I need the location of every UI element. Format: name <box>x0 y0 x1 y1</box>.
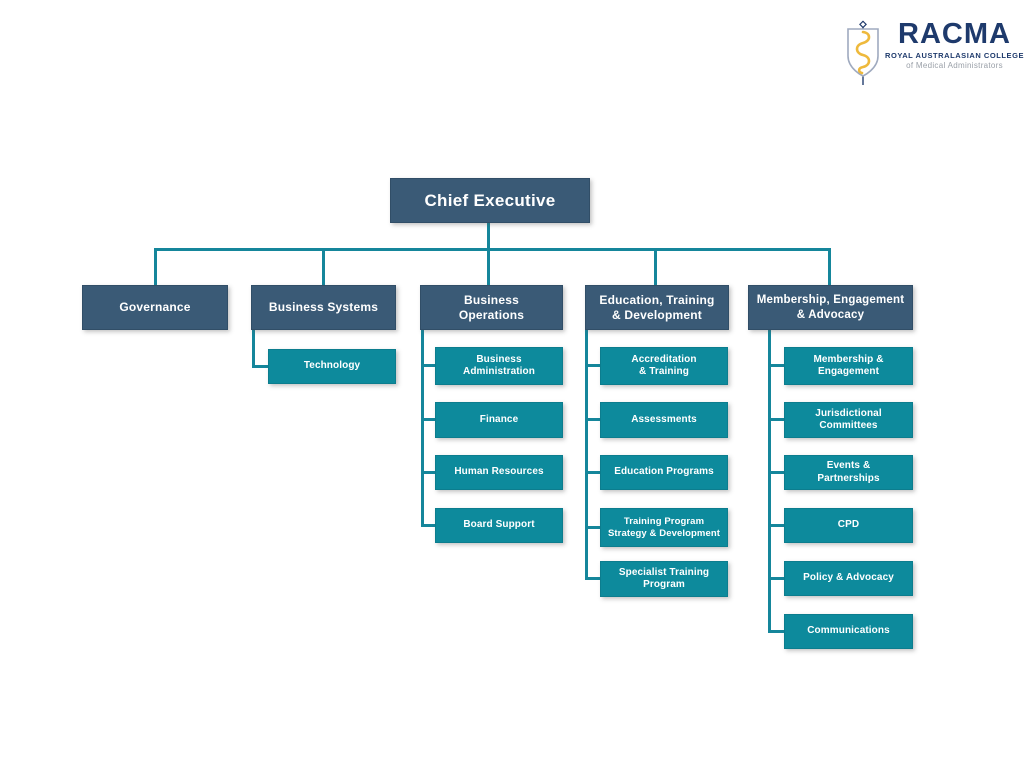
connector-mem-stub-3 <box>768 471 784 474</box>
logo-subtitle: of Medical Administrators <box>906 61 1003 70</box>
org-box-specialist-training-program: Specialist Training Program <box>600 561 728 597</box>
connector-mem-vert <box>768 329 771 633</box>
connector-edu-vert <box>585 329 588 580</box>
connector-bo-stub-2 <box>421 418 435 421</box>
connector-mem-stub-6 <box>768 630 784 633</box>
org-box-education-programs: Education Programs <box>600 455 728 490</box>
racma-shield-icon <box>847 20 879 85</box>
org-box-finance: Finance <box>435 402 563 438</box>
org-box-business-operations: Business Operations <box>420 285 563 330</box>
org-box-accreditation-training: Accreditation & Training <box>600 347 728 385</box>
org-box-membership-engagement: Membership & Engagement <box>784 347 913 385</box>
connector-bo-stub-3 <box>421 471 435 474</box>
org-box-jurisdictional-committees: Jurisdictional Committees <box>784 402 913 438</box>
connector-mem-stub-2 <box>768 418 784 421</box>
connector-mem-stub-5 <box>768 577 784 580</box>
connector-edu-stub-5 <box>585 577 600 580</box>
connector-drop-business-operations <box>487 251 490 285</box>
org-box-training-program-strategy: Training Program Strategy & Development <box>600 508 728 547</box>
connector-edu-stub-3 <box>585 471 600 474</box>
org-box-governance: Governance <box>82 285 228 330</box>
connector-rail <box>154 248 831 251</box>
org-box-business-administration: Business Administration <box>435 347 563 385</box>
connector-drop-membership <box>828 248 831 285</box>
racma-logo: RACMA ROYAL AUSTRALASIAN COLLEGE of Medi… <box>844 20 1024 86</box>
connector-bo-stub-1 <box>421 364 435 367</box>
connector-drop-education <box>654 251 657 285</box>
connector-drop-governance <box>154 248 157 285</box>
connector-edu-stub-4 <box>585 526 600 529</box>
org-box-business-systems: Business Systems <box>251 285 396 330</box>
org-box-cpd: CPD <box>784 508 913 543</box>
logo-acronym: RACMA <box>898 18 1011 50</box>
org-box-membership-engagement-advocacy: Membership, Engagement & Advocacy <box>748 285 913 330</box>
racma-logo-text: RACMA ROYAL AUSTRALASIAN COLLEGE of Medi… <box>885 18 1024 71</box>
org-box-communications: Communications <box>784 614 913 649</box>
connector-root-drop <box>487 223 490 248</box>
connector-drop-business-systems <box>322 251 325 285</box>
org-box-chief-executive: Chief Executive <box>390 178 590 223</box>
connector-bo-vert <box>421 329 424 527</box>
connector-bs-vert <box>252 328 255 368</box>
connector-mem-stub-4 <box>768 524 784 527</box>
org-box-policy-advocacy: Policy & Advocacy <box>784 561 913 596</box>
org-box-board-support: Board Support <box>435 508 563 543</box>
connector-mem-stub-1 <box>768 364 784 367</box>
org-box-human-resources: Human Resources <box>435 455 563 490</box>
connector-bo-stub-4 <box>421 524 435 527</box>
org-box-technology: Technology <box>268 349 396 384</box>
org-box-events-partnerships: Events & Partnerships <box>784 455 913 490</box>
connector-bs-stub <box>252 365 268 368</box>
org-box-assessments: Assessments <box>600 402 728 438</box>
connector-edu-stub-1 <box>585 364 600 367</box>
org-box-education-training-development: Education, Training & Development <box>585 285 729 330</box>
logo-college-name: ROYAL AUSTRALASIAN COLLEGE <box>885 51 1024 60</box>
connector-edu-stub-2 <box>585 418 600 421</box>
